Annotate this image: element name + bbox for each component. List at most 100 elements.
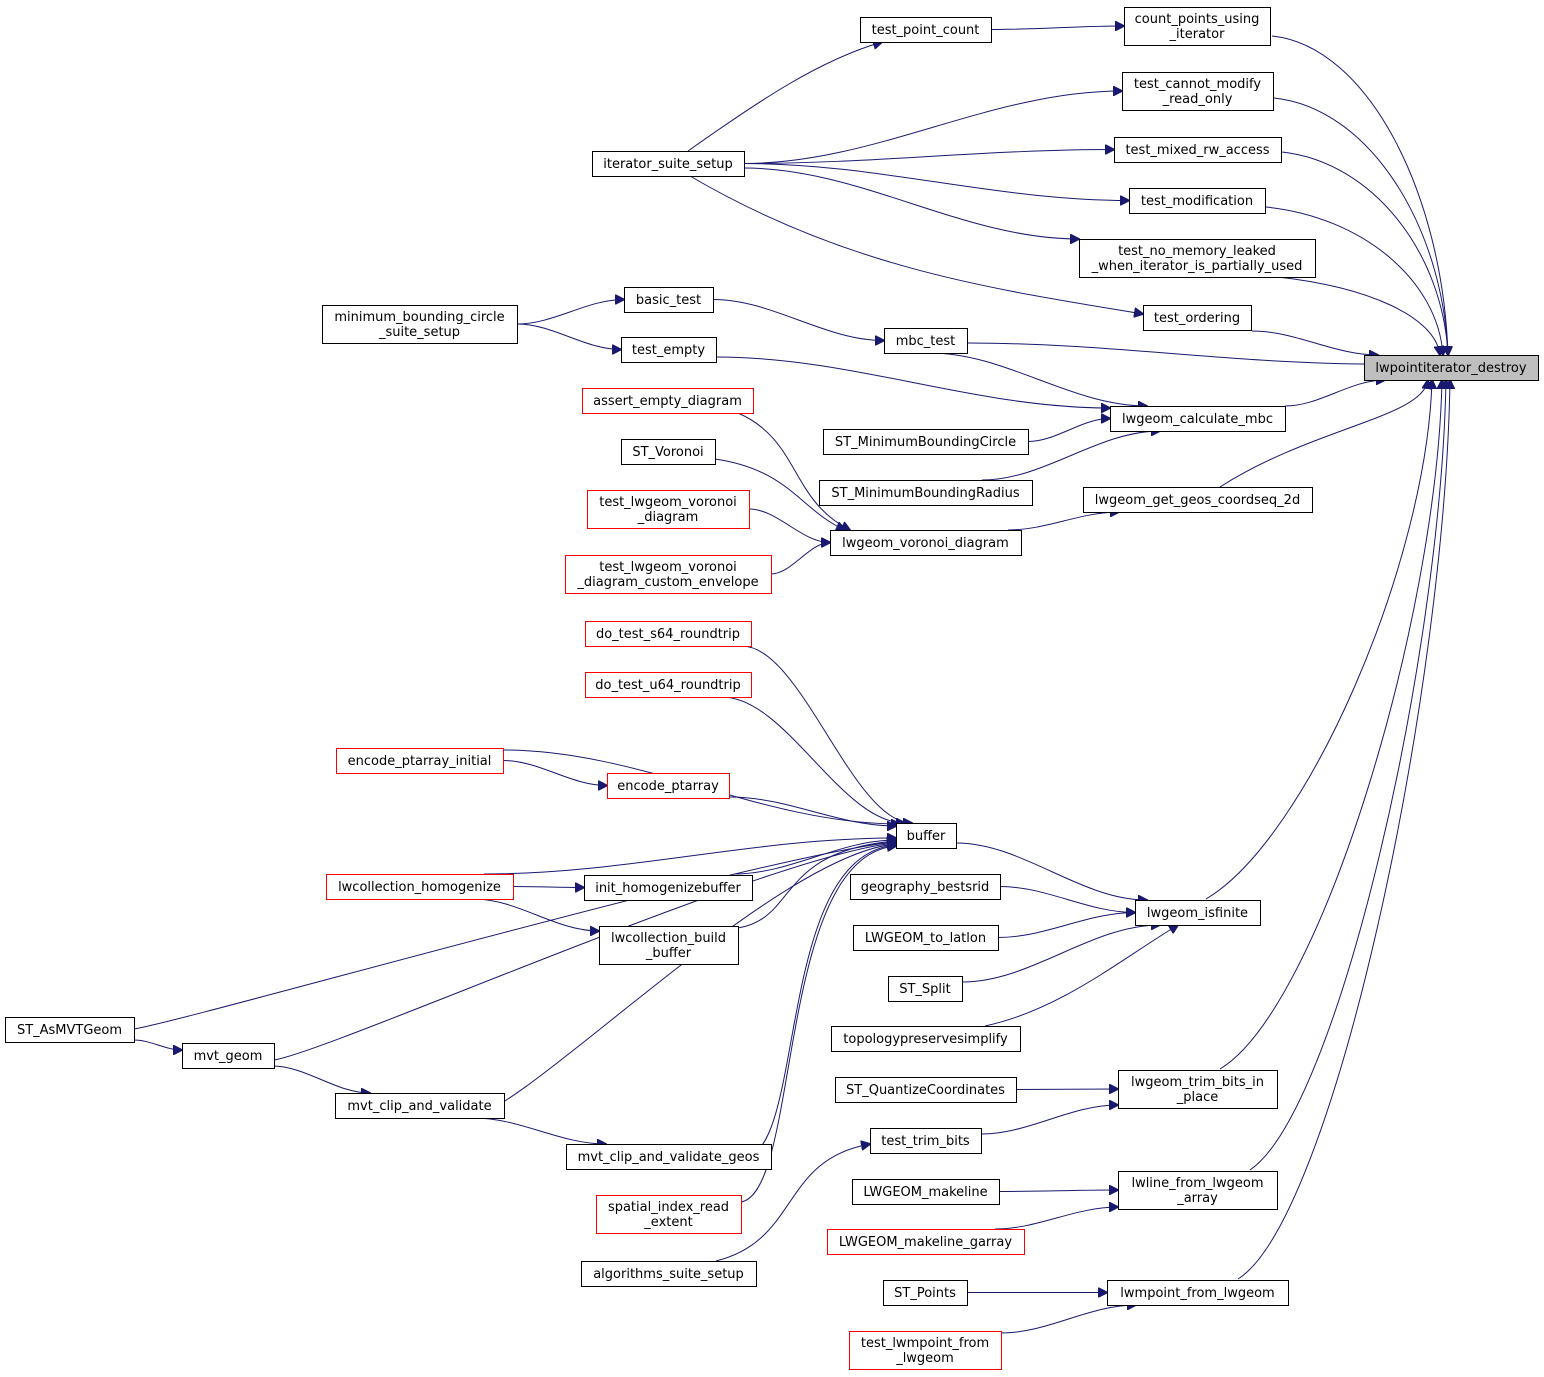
node-lwcollection-build-buffer[interactable]: lwcollection_build_buffer (599, 926, 739, 965)
node-encode-ptarray-initial[interactable]: encode_ptarray_initial (336, 748, 504, 774)
node-do-test-s64-roundtrip[interactable]: do_test_s64_roundtrip (585, 621, 752, 647)
node-st-points[interactable]: ST_Points (883, 1280, 968, 1306)
edge-lwcollection-homogenize-to-buffer (483, 838, 896, 875)
edge-lwgeom-calculate-mbc-to-lwpointiterator-destroy (1284, 380, 1385, 407)
edge-lwgeom-isfinite-to-lwpointiterator-destroy (1205, 380, 1432, 900)
node-mvt-geom[interactable]: mvt_geom (182, 1043, 275, 1069)
node-lwgeom-makeline-garray[interactable]: LWGEOM_makeline_garray (827, 1229, 1025, 1255)
node-label: lwmpoint_from_lwgeom (1120, 1286, 1274, 1301)
node-iterator-suite-setup[interactable]: iterator_suite_setup (592, 151, 745, 177)
node-label: test_cannot_modify (1134, 77, 1261, 92)
edge-mvt-geom-to-buffer (273, 843, 896, 1061)
node-lwmpoint-from-lwgeom[interactable]: lwmpoint_from_lwgeom (1107, 1280, 1289, 1306)
node-label: test_lwmpoint_from (861, 1336, 989, 1351)
node-st-minimumboundingradius[interactable]: ST_MinimumBoundingRadius (819, 480, 1033, 506)
node-test-ordering[interactable]: test_ordering (1143, 305, 1252, 331)
node-geography-bestsrid[interactable]: geography_bestsrid (850, 874, 1001, 900)
node-basic-test[interactable]: basic_test (624, 287, 714, 313)
node-encode-ptarray[interactable]: encode_ptarray (607, 773, 730, 799)
node-test-lwgeom-voronoi-diagram-custom-envelope[interactable]: test_lwgeom_voronoi_diagram_custom_envel… (565, 555, 772, 594)
node-lwline-from-lwgeom-array[interactable]: lwline_from_lwgeom_array (1118, 1171, 1278, 1210)
node-lwgeom-makeline[interactable]: LWGEOM_makeline (852, 1179, 1000, 1205)
edge-test-modification-to-lwpointiterator-destroy (1265, 206, 1443, 355)
node-test-mixed-rw-access[interactable]: test_mixed_rw_access (1114, 137, 1282, 163)
node-label: lwgeom_trim_bits_in (1131, 1075, 1264, 1090)
node-test-point-count[interactable]: test_point_count (860, 17, 992, 43)
node-minimum-bounding-circle-suite-setup[interactable]: minimum_bounding_circle_suite_setup (322, 305, 518, 344)
edge-geography-bestsrid-to-lwgeom-isfinite (999, 886, 1135, 913)
node-label: init_homogenizebuffer (595, 881, 741, 896)
edge-lwcollection-homogenize-to-lwcollection-build-buffer (473, 898, 599, 931)
node-mvt-clip-and-validate-geos[interactable]: mvt_clip_and_validate_geos (566, 1144, 772, 1170)
node-label: iterator_suite_setup (603, 157, 733, 172)
node-box (592, 151, 745, 177)
node-label: ST_Points (894, 1286, 956, 1301)
node-do-test-u64-roundtrip[interactable]: do_test_u64_roundtrip (585, 672, 752, 698)
node-label: lwline_from_lwgeom (1131, 1176, 1263, 1191)
node-assert-empty-diagram[interactable]: assert_empty_diagram (582, 388, 754, 414)
edge-spatial-index-read-extent-to-buffer (740, 846, 896, 1203)
node-test-empty[interactable]: test_empty (621, 337, 717, 363)
node-lwgeom-to-latlon[interactable]: LWGEOM_to_latlon (853, 925, 999, 951)
node-lwgeom-voronoi-diagram[interactable]: lwgeom_voronoi_diagram (830, 530, 1022, 556)
node-box (860, 17, 992, 43)
node-spatial-index-read-extent[interactable]: spatial_index_read_extent (596, 1195, 742, 1234)
node-test-no-memory-leaked[interactable]: test_no_memory_leaked_when_iterator_is_p… (1079, 239, 1316, 278)
node-lwcollection-homogenize[interactable]: lwcollection_homogenize (326, 874, 514, 900)
node-lwgeom-get-geos-coordseq-2d[interactable]: lwgeom_get_geos_coordseq_2d (1083, 487, 1313, 513)
node-box (850, 874, 1001, 900)
edge-test-lwgeom-voronoi-diagram-to-lwgeom-voronoi-diagram (748, 508, 830, 543)
node-st-asmvtgeom[interactable]: ST_AsMVTGeom (5, 1017, 135, 1043)
node-label: minimum_bounding_circle (334, 310, 504, 325)
edge-encode-ptarray-to-buffer (729, 796, 896, 826)
node-box (581, 1261, 757, 1287)
edge-mbc-test-to-lwgeom-calculate-mbc (929, 352, 1147, 406)
node-box (1364, 355, 1539, 381)
node-test-modification[interactable]: test_modification (1129, 188, 1266, 214)
node-st-split[interactable]: ST_Split (888, 976, 963, 1002)
node-mvt-clip-and-validate[interactable]: mvt_clip_and_validate (335, 1093, 505, 1119)
node-mbc-test[interactable]: mbc_test (884, 328, 968, 354)
node-st-quantizecoordinates[interactable]: ST_QuantizeCoordinates (835, 1077, 1017, 1103)
node-box (1129, 188, 1266, 214)
node-lwgeom-isfinite[interactable]: lwgeom_isfinite (1135, 900, 1261, 926)
edge-test-ordering-to-lwpointiterator-destroy (1251, 330, 1378, 355)
node-label: _buffer (645, 946, 692, 961)
node-box (565, 555, 772, 594)
node-algorithms-suite-setup[interactable]: algorithms_suite_setup (581, 1261, 757, 1287)
node-box (870, 1128, 982, 1154)
node-label: basic_test (636, 293, 701, 308)
node-box (883, 1280, 968, 1306)
node-box (830, 530, 1022, 556)
node-box (621, 337, 717, 363)
node-box (896, 823, 957, 849)
node-box (322, 305, 518, 344)
node-label: encode_ptarray_initial (348, 754, 492, 769)
node-label: test_point_count (872, 23, 980, 38)
edge-lwgeom-makeline-to-lwline-from-lwgeom-array (998, 1190, 1118, 1192)
node-test-trim-bits[interactable]: test_trim_bits (870, 1128, 982, 1154)
node-box (582, 388, 754, 414)
node-st-minimumboundingcircle[interactable]: ST_MinimumBoundingCircle (823, 429, 1029, 455)
node-topologypreservesimplify[interactable]: topologypreservesimplify (831, 1026, 1021, 1052)
edge-minimum-bounding-circle-suite-setup-to-test-empty (516, 323, 621, 350)
node-buffer[interactable]: buffer (896, 823, 957, 849)
node-lwgeom-calculate-mbc[interactable]: lwgeom_calculate_mbc (1110, 406, 1286, 432)
edge-st-quantizecoordinates-to-lwgeom-trim-bits-in-place (1015, 1089, 1118, 1090)
node-box (1118, 1171, 1278, 1210)
node-test-cannot-modify-read-only[interactable]: test_cannot_modify_read_only (1122, 72, 1274, 111)
node-lwgeom-trim-bits-in-place[interactable]: lwgeom_trim_bits_in_place (1118, 1070, 1278, 1109)
edge-mvt-clip-and-validate-to-buffer (469, 844, 896, 1119)
node-lwpointiterator-destroy[interactable]: lwpointiterator_destroy (1364, 355, 1539, 381)
node-box (888, 976, 963, 1002)
node-count-points-using-iterator[interactable]: count_points_using_iterator (1124, 7, 1271, 46)
node-box (1079, 239, 1316, 278)
node-init-homogenizebuffer[interactable]: init_homogenizebuffer (584, 875, 753, 901)
node-label: geography_bestsrid (861, 880, 990, 895)
node-st-voronoi[interactable]: ST_Voronoi (621, 439, 716, 465)
node-test-lwgeom-voronoi-diagram[interactable]: test_lwgeom_voronoi_diagram (587, 490, 750, 529)
edge-minimum-bounding-circle-suite-setup-to-basic-test (516, 300, 624, 325)
node-box (819, 480, 1033, 506)
node-test-lwmpoint-from-lwgeom[interactable]: test_lwmpoint_from_lwgeom (849, 1331, 1002, 1370)
edge-lwgeom-get-geos-coordseq-2d-to-lwpointiterator-destroy (1219, 380, 1428, 488)
